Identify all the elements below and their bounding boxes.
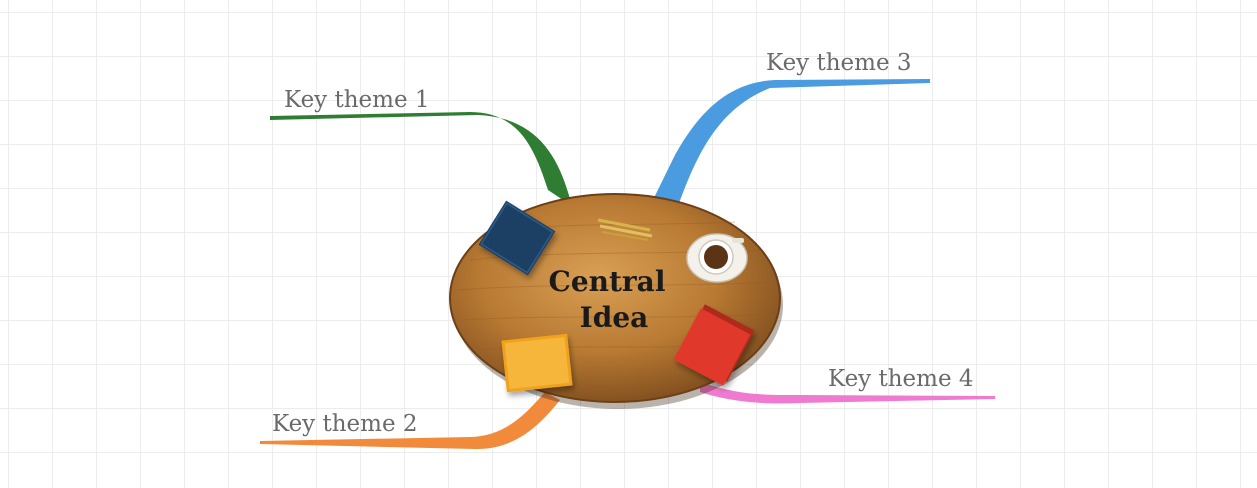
branch-key-theme-1 — [270, 112, 572, 206]
branch-label-key-theme-4: Key theme 4 — [828, 366, 974, 392]
central-idea-node: Central Idea — [449, 193, 783, 409]
red-book-icon — [673, 304, 755, 386]
pencils-icon — [597, 218, 653, 241]
branch-key-theme-3 — [650, 79, 930, 206]
navy-book-icon — [478, 200, 556, 276]
branch-key-theme-2 — [260, 392, 560, 450]
central-idea-line-2: Idea — [580, 301, 649, 334]
coffee-cup-icon — [686, 233, 748, 283]
branch-key-theme-4 — [700, 382, 995, 404]
branch-label-key-theme-3: Key theme 3 — [766, 50, 912, 76]
branch-label-key-theme-1: Key theme 1 — [284, 87, 430, 113]
yellow-book-icon — [501, 333, 573, 393]
branch-label-key-theme-2: Key theme 2 — [272, 411, 418, 437]
central-idea-line-1: Central — [549, 265, 666, 298]
